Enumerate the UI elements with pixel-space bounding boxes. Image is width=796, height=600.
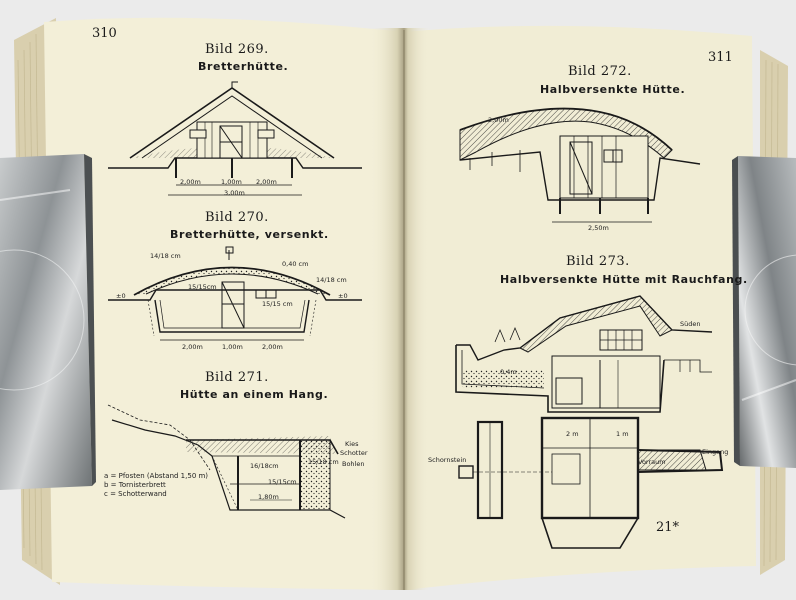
figure-270-title: Bild 270. bbox=[205, 210, 269, 225]
dim-269-b: 1,00m bbox=[221, 178, 242, 186]
label-273-1m: 1 m bbox=[616, 430, 629, 438]
legend-271-b: b = Tornisterbrett bbox=[104, 481, 166, 489]
dim-270-g: ±0 bbox=[338, 292, 348, 300]
dim-270-j: 2,00m bbox=[262, 343, 283, 351]
signature-mark: 21* bbox=[656, 520, 680, 535]
dim-270-d: 15/15cm bbox=[188, 283, 217, 291]
label-273-vorraum: Vorraum bbox=[638, 458, 666, 466]
dim-269-d: 3,00m bbox=[224, 189, 245, 197]
dim-270-i: 1,00m bbox=[222, 343, 243, 351]
dim-270-c: 14/18 cm bbox=[316, 276, 347, 284]
dim-270-a: 14/18 cm bbox=[150, 252, 181, 260]
right-binder-clip bbox=[732, 156, 796, 468]
figure-269-title: Bild 269. bbox=[205, 42, 269, 57]
label-273-sueden: Süden bbox=[680, 320, 701, 328]
legend-271-c: c = Schotterwand bbox=[104, 490, 167, 498]
figure-269-caption: Bretterhütte. bbox=[198, 60, 289, 73]
drawing-bild-271 bbox=[107, 404, 346, 519]
figure-271-caption: Hütte an einem Hang. bbox=[180, 388, 329, 401]
dim-272-a: 2,00m bbox=[488, 116, 509, 124]
figure-272-caption: Halbversenkte Hütte. bbox=[540, 83, 686, 96]
dim-271-b: 15/15cm bbox=[268, 478, 297, 486]
left-binder-clip bbox=[0, 154, 96, 490]
dim-270-h: 2,00m bbox=[182, 343, 203, 351]
figure-273-caption: Halbversenkte Hütte mit Rauchfang. bbox=[500, 273, 748, 286]
drawing-bild-273-section bbox=[455, 295, 713, 413]
dim-272-b: 2,50m bbox=[588, 224, 609, 232]
left-page-number: 310 bbox=[92, 26, 117, 41]
dim-271-d: 1,80m bbox=[258, 493, 279, 501]
gutter-shadow-left bbox=[370, 28, 404, 590]
label-273-eingang: Eingang bbox=[702, 448, 729, 456]
figure-273-title: Bild 273. bbox=[566, 254, 630, 269]
right-page bbox=[404, 25, 756, 590]
dim-271-a: 16/18cm bbox=[250, 462, 279, 470]
figure-271-title: Bild 271. bbox=[205, 370, 269, 385]
figure-270-caption: Bretterhütte, versenkt. bbox=[170, 228, 329, 241]
label-271-bohlen: Bohlen bbox=[342, 460, 365, 468]
gutter-shadow-right bbox=[404, 28, 430, 590]
dim-270-e: 15/15 cm bbox=[262, 300, 293, 308]
legend-271-a: a = Pfosten (Abstand 1,50 m) bbox=[104, 472, 209, 480]
dim-270-f: ±0 bbox=[116, 292, 126, 300]
figure-272-title: Bild 272. bbox=[568, 64, 632, 79]
label-273-schornstein: Schornstein bbox=[428, 456, 467, 464]
drawing-bild-273-plan bbox=[458, 416, 724, 549]
drawing-bild-270 bbox=[108, 246, 362, 341]
label-273-2m: 2 m bbox=[566, 430, 579, 438]
drawing-bild-269 bbox=[108, 81, 362, 196]
label-271-kies: Kies bbox=[345, 440, 359, 448]
dim-269-a: 2,00m bbox=[180, 178, 201, 186]
dim-269-c: 2,00m bbox=[256, 178, 277, 186]
dim-270-b: 0,40 cm bbox=[282, 260, 309, 268]
right-page-number: 311 bbox=[708, 50, 733, 65]
label-273-depth: 0,4m bbox=[500, 368, 517, 376]
dim-271-c: 15/18 cm bbox=[308, 458, 339, 466]
drawing-bild-272 bbox=[459, 107, 701, 223]
label-271-schotter: Schotter bbox=[340, 449, 368, 457]
